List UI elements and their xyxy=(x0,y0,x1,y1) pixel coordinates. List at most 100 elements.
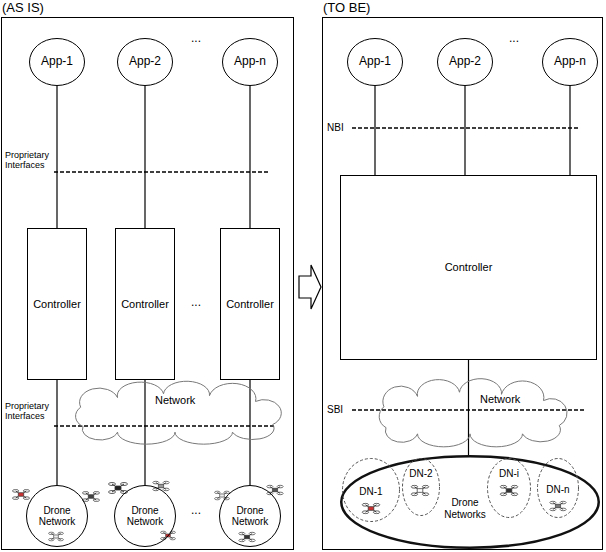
node-text: App-1 xyxy=(359,55,391,69)
node-text: Controller xyxy=(445,261,493,274)
ellipse-shape xyxy=(538,459,579,518)
node-text: App-1 xyxy=(41,55,73,69)
ellipse-shape xyxy=(118,39,173,86)
connector-line xyxy=(468,360,469,455)
label-text: ... xyxy=(190,504,202,518)
connector-line xyxy=(144,380,145,485)
drone-icon xyxy=(12,490,29,500)
drone-network-group: DN-2 xyxy=(402,458,440,516)
ellipse-shape xyxy=(115,486,176,547)
node-text: Drone Network xyxy=(226,505,274,528)
node-text: DN-2 xyxy=(402,468,440,480)
node-text: App-n xyxy=(554,55,586,69)
node-text: Controller xyxy=(121,298,169,311)
node-text: (AS IS) xyxy=(2,1,293,16)
app-circle: App-1 xyxy=(29,38,85,86)
label-text: NBI xyxy=(326,122,345,134)
app-circle: App-2 xyxy=(437,38,493,86)
drone-network-group: DN-i xyxy=(487,458,531,518)
cloud-shape xyxy=(379,379,567,447)
connector-line xyxy=(144,86,145,228)
node-text: App-2 xyxy=(449,55,481,69)
node-text: Drone Networks xyxy=(443,497,487,520)
interface-label: Proprietary Interfaces xyxy=(4,150,51,171)
ellipsis-mark: ... xyxy=(508,32,520,46)
app-circle: App-2 xyxy=(117,38,173,86)
node-text: Controller xyxy=(33,298,81,311)
ellipse-shape xyxy=(30,39,85,86)
node-text: DN-n xyxy=(537,484,579,496)
node-text: DN-i xyxy=(487,468,531,480)
ellipse-shape xyxy=(348,39,403,86)
label-text: Proprietary Interfaces xyxy=(4,150,51,171)
drone-network-circle: Drone Network xyxy=(114,485,176,547)
connector-line xyxy=(374,86,375,175)
interface-label: SBI xyxy=(326,404,344,416)
drone-icon xyxy=(239,532,255,541)
node-text: Controller xyxy=(226,298,274,311)
drone-icon xyxy=(550,501,566,510)
node-text: Network xyxy=(155,394,385,407)
ellipsis-mark: ... xyxy=(190,32,202,46)
drone-network-group: DN-1 xyxy=(342,458,400,522)
drone-icon xyxy=(500,485,518,495)
node-text: Drone Network xyxy=(33,505,81,528)
node-text: DN-1 xyxy=(342,486,400,498)
interface-label: Proprietary Interfaces xyxy=(4,401,51,422)
drone-icon xyxy=(82,492,99,502)
drone-icon xyxy=(362,503,380,513)
ellipse-shape xyxy=(438,39,493,86)
connector-line xyxy=(569,86,570,175)
ellipse-shape xyxy=(223,39,278,86)
ellipse-outline xyxy=(402,458,440,516)
controller-box: Controller xyxy=(27,228,87,380)
node-text: App-n xyxy=(234,55,266,69)
panel-frame: App-1App-2App-nControllerNetworkDN-1DN-2… xyxy=(322,17,603,550)
app-circle: App-n xyxy=(542,38,598,86)
connector-line xyxy=(56,380,57,485)
drone-icon xyxy=(411,485,429,495)
ellipse-shape xyxy=(488,459,531,518)
node-text: Drone Network xyxy=(121,505,169,528)
label-text: Proprietary Interfaces xyxy=(4,401,51,422)
interface-dashed-line xyxy=(54,171,268,173)
controller-box: Controller xyxy=(340,175,597,360)
app-circle: App-1 xyxy=(347,38,403,86)
drone-icon xyxy=(49,532,64,541)
app-circle: App-n xyxy=(222,38,278,86)
node-text: App-2 xyxy=(129,55,161,69)
drone-network-circle: Drone Network xyxy=(26,485,88,547)
ellipse-shape xyxy=(220,486,281,547)
label-text: ... xyxy=(190,296,202,310)
controller-box: Controller xyxy=(115,228,175,380)
ellipse-shape xyxy=(27,486,88,547)
drone-network-group: DN-n xyxy=(537,458,579,518)
interface-dashed-line xyxy=(54,425,276,427)
network-cloud: Network xyxy=(60,388,290,436)
ellipsis-mark: ... xyxy=(190,504,202,518)
drone-icon xyxy=(109,483,128,494)
ellipse-shape xyxy=(403,459,440,516)
connector-line xyxy=(249,86,250,228)
ellipse-shape xyxy=(543,39,598,86)
cloud-outline xyxy=(365,386,575,438)
ellipse-outline xyxy=(487,458,531,518)
cloud-shape xyxy=(76,381,282,444)
node-text: (TO BE) xyxy=(323,1,602,16)
drone-icon xyxy=(153,481,169,490)
drone-networks-ring: DN-1DN-2 DN-iDN-nDrone Networks xyxy=(340,455,600,549)
connector-line xyxy=(56,86,57,228)
drone-network-circle: Drone Network xyxy=(219,485,281,547)
label-text: SBI xyxy=(326,404,344,416)
transition-arrow xyxy=(299,265,321,309)
ellipse-shape xyxy=(341,456,599,548)
label-text: ... xyxy=(190,32,202,46)
controller-box: Controller xyxy=(220,228,280,380)
ellipse-shape xyxy=(343,459,400,522)
label-text: ... xyxy=(508,32,520,46)
connector-line xyxy=(464,86,465,175)
ellipsis-mark: ... xyxy=(190,296,202,310)
panel-frame: App-1 App-2 App-nController Controller Contr… xyxy=(1,17,294,550)
interface-label: NBI xyxy=(326,122,345,134)
